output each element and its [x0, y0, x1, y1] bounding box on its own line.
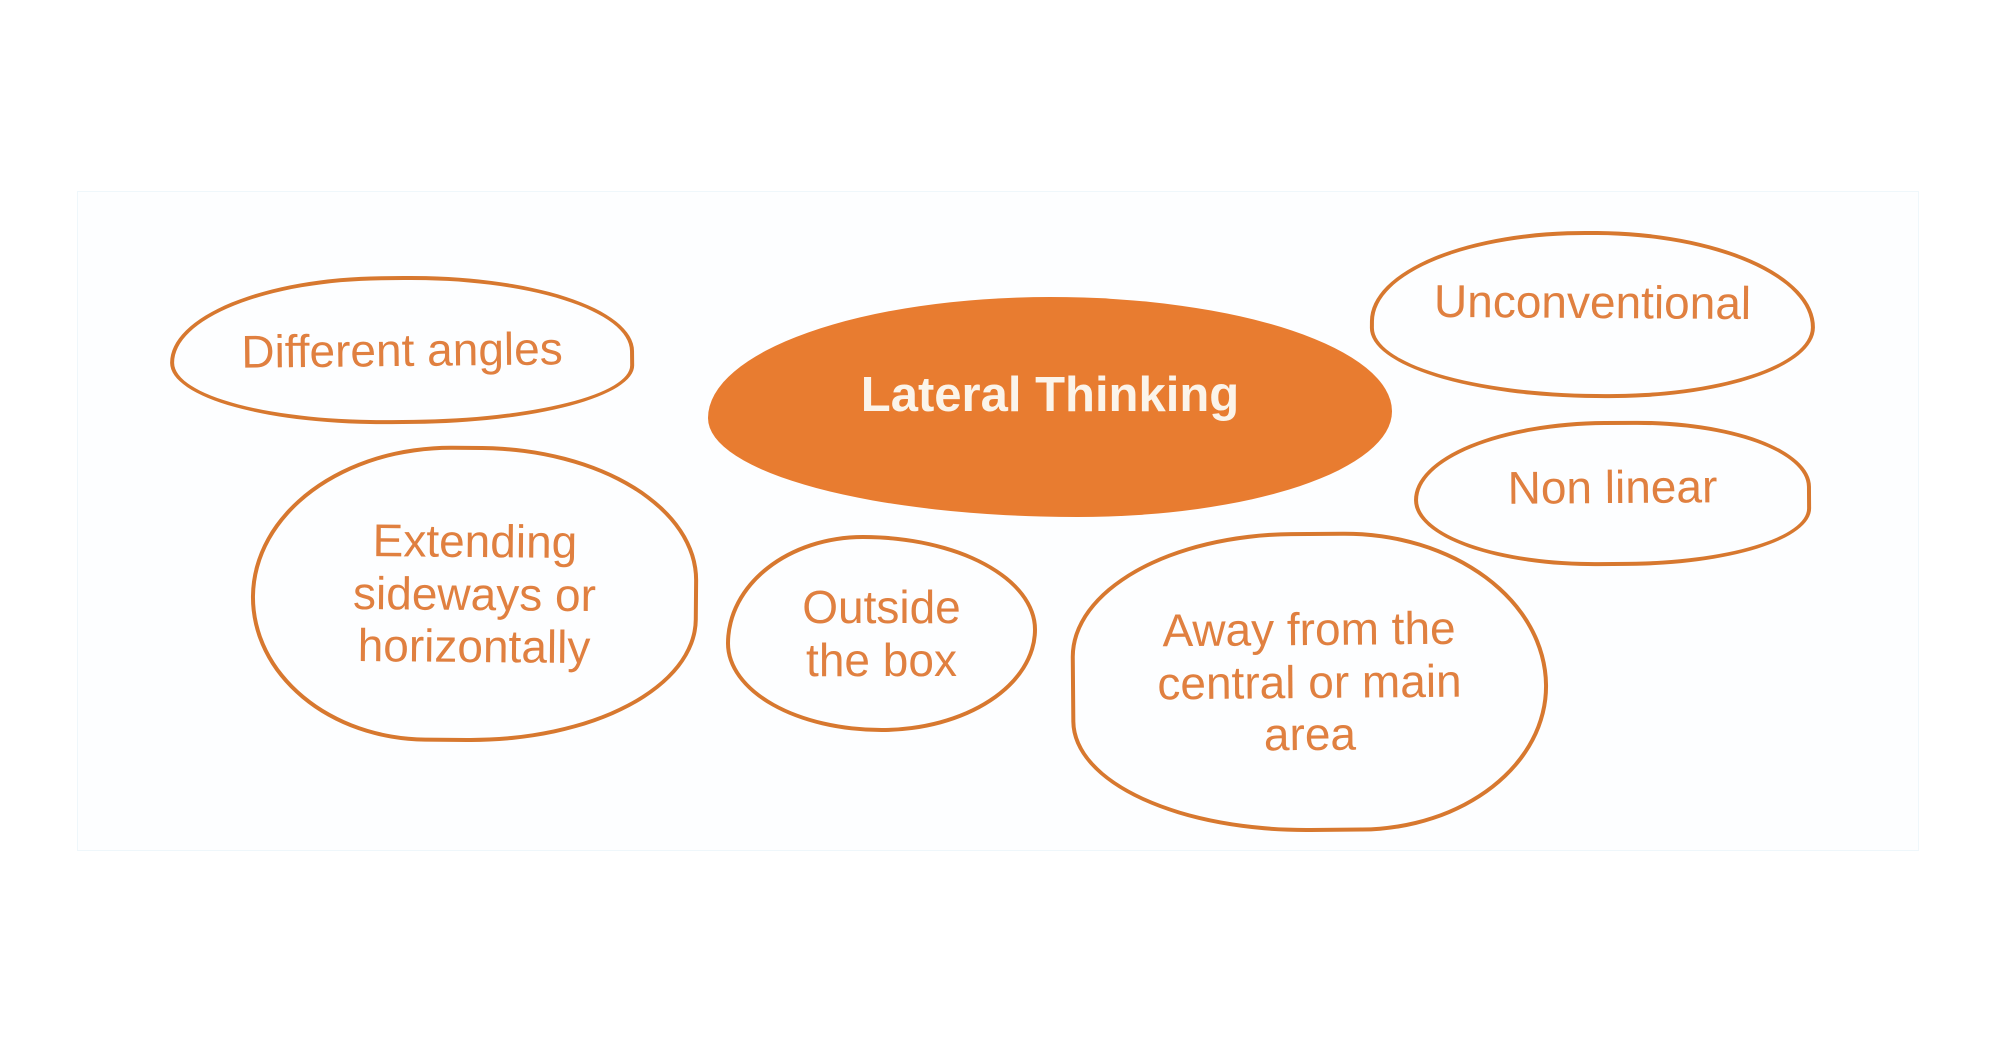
node-label-extending-sideways: Extending sideways or horizontally	[352, 514, 597, 674]
center-node-label: Lateral Thinking	[860, 368, 1240, 422]
node-label-different-angles: Different angles	[241, 322, 563, 378]
mindmap-center-node-lateral-thinking: Lateral Thinking	[708, 297, 1392, 517]
node-label-non-linear: Non linear	[1507, 460, 1718, 515]
node-label-away-from-central: Away from the central or main area	[1157, 602, 1462, 761]
node-label-unconventional: Unconventional	[1433, 275, 1752, 330]
mindmap-node-away-from-central: Away from the central or main area	[1069, 529, 1550, 835]
mindmap-node-outside-the-box: Outside the box	[726, 535, 1037, 732]
mindmap-node-extending-sideways: Extending sideways or horizontally	[249, 444, 700, 744]
node-label-outside-the-box: Outside the box	[802, 581, 961, 686]
